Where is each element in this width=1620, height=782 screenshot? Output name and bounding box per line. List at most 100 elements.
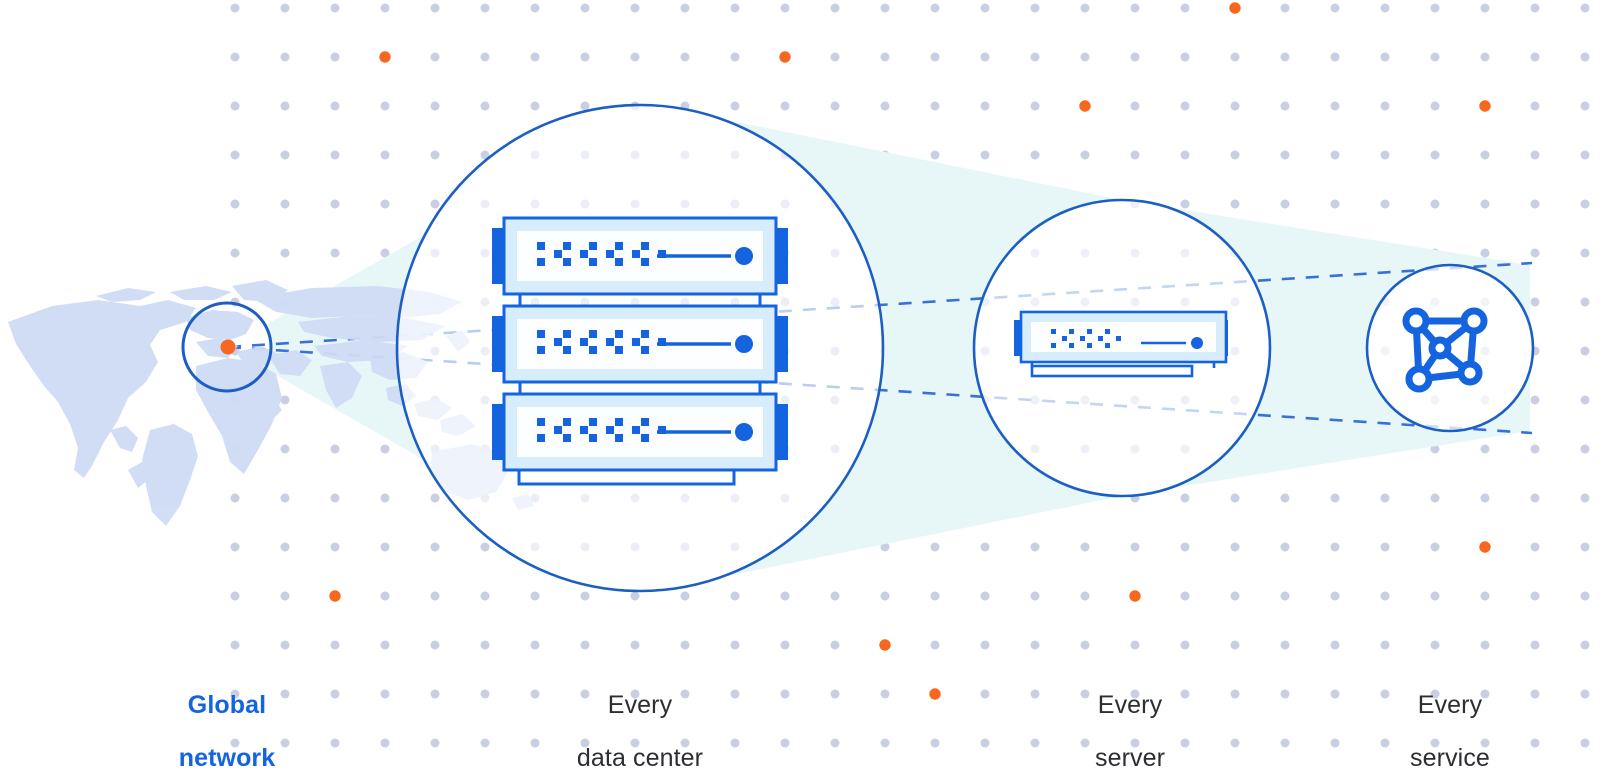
grid-dot [330, 101, 340, 111]
single-server-icon [1014, 310, 1228, 378]
grid-dot [1580, 199, 1590, 209]
node-bottom-right [1457, 360, 1483, 386]
grid-dot [480, 52, 490, 62]
grid-dot [280, 640, 290, 650]
grid-dot [1330, 640, 1340, 650]
grid-dot-highlight [329, 590, 341, 602]
grid-dot [330, 150, 340, 160]
grid-dot [1580, 444, 1590, 454]
grid-dot [230, 150, 240, 160]
grid-dot [1580, 493, 1590, 503]
stage-every-server[interactable] [972, 198, 1272, 498]
grid-dot [530, 101, 540, 111]
grid-dot [1080, 689, 1090, 699]
grid-dot [1330, 3, 1340, 13]
grid-dot [1580, 52, 1590, 62]
grid-dot [430, 52, 440, 62]
grid-dot [430, 640, 440, 650]
grid-dot [730, 689, 740, 699]
grid-dot [280, 248, 290, 258]
grid-dot [930, 640, 940, 650]
grid-dot [230, 493, 240, 503]
server-rack-icon [492, 216, 788, 486]
grid-dot [1130, 640, 1140, 650]
caption-every-service-line1: Every [1417, 691, 1483, 719]
grid-dot-highlight [1479, 100, 1491, 112]
single-server-base-plate [1030, 364, 1194, 378]
grid-dot [430, 101, 440, 111]
grid-dot [1580, 542, 1590, 552]
grid-dot [1530, 738, 1540, 748]
grid-dot [1480, 248, 1490, 258]
grid-dot [1230, 101, 1240, 111]
grid-dot [830, 3, 840, 13]
service-mesh-nodes [1402, 307, 1488, 393]
grid-dot [1580, 101, 1590, 111]
grid-dot [330, 248, 340, 258]
caption-every-data-center-line2: data center [576, 744, 704, 772]
grid-dot [1180, 199, 1190, 209]
grid-dot [1580, 395, 1590, 405]
grid-dot [1580, 346, 1590, 356]
grid-dot [480, 150, 490, 160]
grid-dot [380, 493, 390, 503]
grid-dot [730, 591, 740, 601]
grid-dot [980, 52, 990, 62]
caption-every-service[interactable]: Every service [1330, 668, 1570, 782]
grid-dot [880, 689, 890, 699]
grid-dot [880, 101, 890, 111]
grid-dot [730, 101, 740, 111]
grid-dot [1380, 738, 1390, 748]
grid-dot [330, 542, 340, 552]
caption-every-server[interactable]: Every server [1010, 668, 1250, 782]
stage-every-service[interactable] [1365, 263, 1535, 433]
rack-unit-middle [492, 304, 788, 384]
grid-dot [1430, 640, 1440, 650]
grid-dot [480, 101, 490, 111]
grid-dot [1530, 52, 1540, 62]
grid-dot [1530, 248, 1540, 258]
grid-dot-highlight [1229, 2, 1241, 14]
grid-dot [980, 591, 990, 601]
grid-dot [1180, 542, 1190, 552]
vent-dots-top [537, 242, 666, 266]
stage-every-data-center[interactable] [395, 103, 885, 593]
grid-dot [1480, 52, 1490, 62]
rack-unit-bottom [492, 392, 788, 472]
grid-dot [1080, 542, 1090, 552]
grid-dot [1380, 150, 1390, 160]
caption-every-data-center[interactable]: Every data center [500, 668, 780, 782]
grid-dot [1580, 738, 1590, 748]
grid-dot [1430, 199, 1440, 209]
grid-dot [280, 493, 290, 503]
caption-global-network[interactable]: Global network [127, 668, 327, 782]
grid-dot [1180, 52, 1190, 62]
global-network-circle [181, 301, 273, 393]
grid-dot [980, 640, 990, 650]
grid-dot [1230, 640, 1240, 650]
grid-dot [330, 444, 340, 454]
grid-dot [1480, 3, 1490, 13]
grid-dot [930, 591, 940, 601]
stage-global-network[interactable] [181, 301, 273, 393]
global-network-marker-dot [220, 339, 236, 355]
grid-dot [780, 101, 790, 111]
grid-dot [380, 689, 390, 699]
grid-dot [280, 395, 290, 405]
grid-dot [280, 738, 290, 748]
grid-dot [1530, 591, 1540, 601]
grid-dot [1530, 3, 1540, 13]
grid-dot [380, 591, 390, 601]
grid-dot [630, 738, 640, 748]
grid-dot [1480, 444, 1490, 454]
grid-dot [480, 640, 490, 650]
grid-dot [1130, 3, 1140, 13]
grid-dot [1130, 542, 1140, 552]
caption-every-server-line2: server [1094, 744, 1166, 772]
grid-dot [1430, 542, 1440, 552]
rack-unit-top [492, 216, 788, 296]
grid-dot [580, 3, 590, 13]
grid-dot [1280, 199, 1290, 209]
grid-dot [580, 738, 590, 748]
grid-dot [430, 150, 440, 160]
